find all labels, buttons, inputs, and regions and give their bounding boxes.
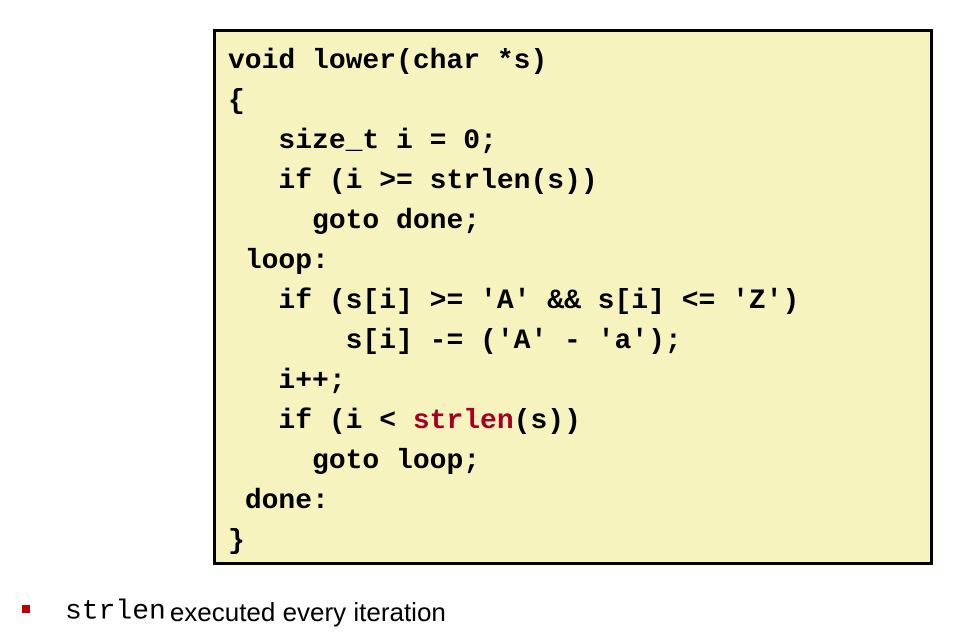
code-text: goto loop; — [312, 446, 481, 477]
code-line-9: i++; — [228, 362, 346, 402]
code-label-done: done: — [244, 486, 329, 517]
code-line-7: if (s[i] >= 'A' && s[i] <= 'Z') — [228, 282, 799, 322]
code-line-1: void lower(char *s) — [228, 42, 547, 82]
code-line-4: if (i >= strlen(s)) — [228, 162, 598, 202]
code-line-6: loop: — [228, 242, 329, 282]
bullet-code-strlen: strlen — [65, 596, 166, 628]
code-text: goto done; — [312, 206, 481, 237]
code-text: } — [228, 526, 245, 557]
code-text: size_t i = 0; — [278, 126, 497, 157]
code-line-3: size_t i = 0; — [228, 122, 497, 162]
code-text: if (i < — [278, 406, 413, 437]
code-text: (s)) — [513, 406, 581, 437]
code-text: if (i >= strlen(s)) — [278, 166, 598, 197]
bullet-square-icon — [22, 605, 30, 614]
code-line-10: if (i < strlen(s)) — [228, 402, 581, 442]
code-line-8: s[i] -= ('A' - 'a'); — [228, 322, 682, 362]
code-line-12: done: — [228, 482, 329, 522]
code-label-loop: loop: — [244, 246, 329, 277]
code-line-13: } — [228, 522, 245, 562]
code-block: void lower(char *s) { size_t i = 0; if (… — [213, 29, 933, 565]
code-text: i++; — [278, 366, 346, 397]
bullet-text: executed every iteration — [169, 597, 446, 628]
highlighted-strlen: strlen — [412, 406, 514, 437]
code-text: s[i] -= ('A' - 'a'); — [345, 326, 682, 357]
code-text: { — [228, 86, 245, 117]
code-line-11: goto loop; — [228, 442, 480, 482]
code-line-2: { — [228, 82, 245, 122]
code-line-5: goto done; — [228, 202, 480, 242]
code-text: void lower(char *s) — [228, 46, 548, 77]
code-text: if (s[i] >= 'A' && s[i] <= 'Z') — [278, 286, 800, 317]
